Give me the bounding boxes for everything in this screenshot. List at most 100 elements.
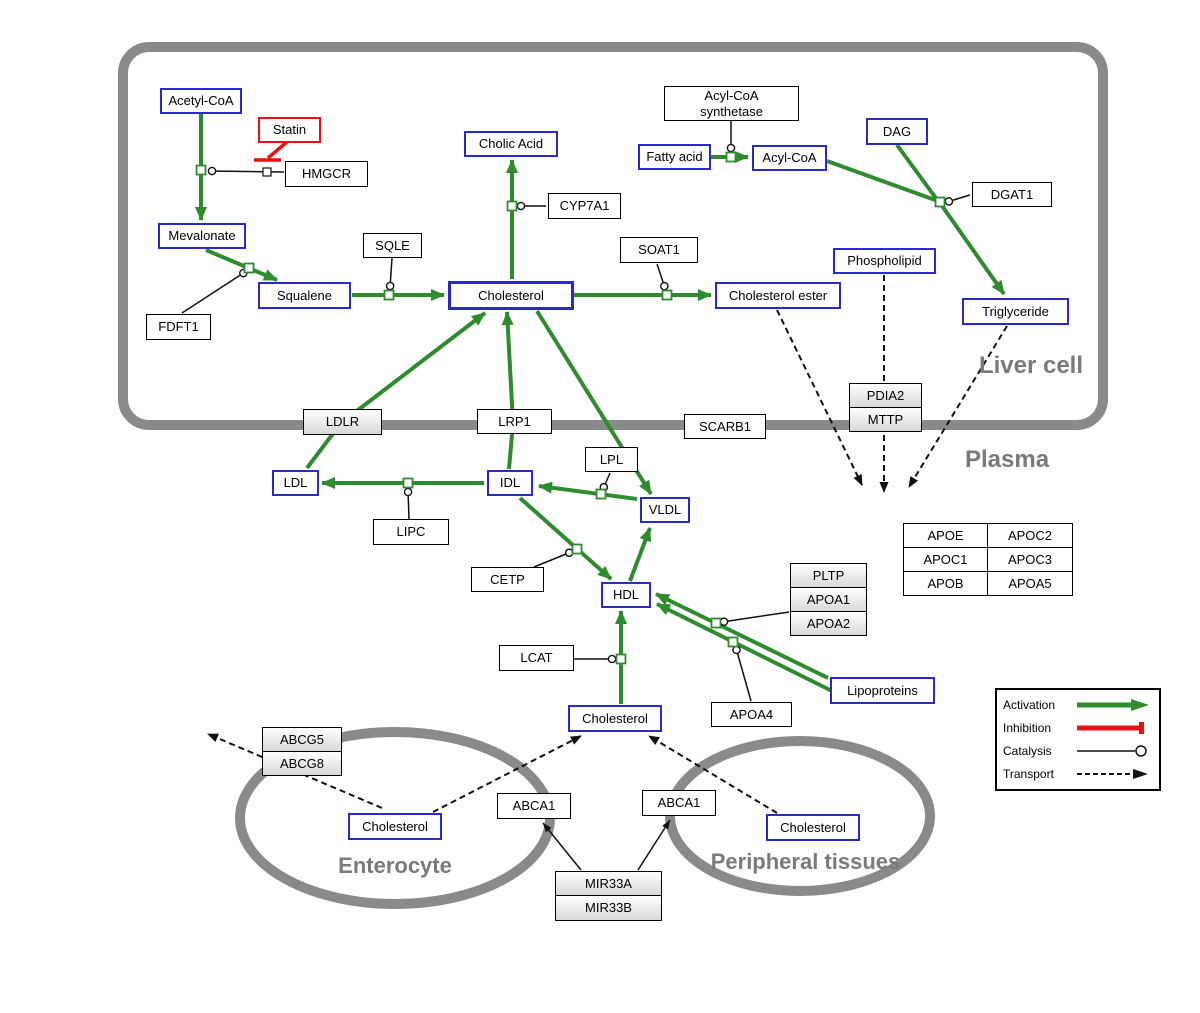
node-squalene[interactable]: Squalene: [258, 282, 351, 309]
node-lcat[interactable]: LCAT: [499, 645, 574, 671]
legend-activation-label: Activation: [1003, 697, 1056, 712]
liver-cell-label: Liver cell: [978, 352, 1083, 379]
edge-cholesterol-ester-secretion: [776, 309, 863, 486]
legend-row-inhibition: Inhibition: [1003, 717, 1153, 739]
node-apoa2[interactable]: APOA2: [790, 611, 867, 636]
node-ldl[interactable]: LDL: [272, 470, 319, 496]
transport-arrow-icon: [1077, 769, 1148, 780]
edge-apoa4-catalysis: [732, 645, 752, 702]
edge-statin-inhibition-line: [266, 139, 290, 160]
node-apoa4[interactable]: APOA4: [711, 702, 792, 727]
peripheral-tissues-label: Peripheral tissues: [710, 849, 901, 874]
node-triglyceride[interactable]: Triglyceride: [962, 298, 1069, 325]
legend-row-transport: Transport: [1003, 763, 1153, 785]
node-cholesterol-enterocyte[interactable]: Cholesterol: [348, 813, 442, 840]
node-lpl[interactable]: LPL: [585, 447, 638, 472]
edge-sqle-catalysis: [385, 257, 395, 291]
node-scarb1[interactable]: SCARB1: [684, 414, 766, 439]
node-apoa1[interactable]: APOA1: [790, 587, 867, 612]
node-cholesterol-plasma[interactable]: Cholesterol: [568, 705, 662, 732]
node-abca1-peripheral[interactable]: ABCA1: [642, 790, 716, 816]
edge-dgat1-catalysis: [944, 194, 971, 206]
node-fdft1[interactable]: FDFT1: [146, 314, 211, 340]
node-abcg5[interactable]: ABCG5: [262, 727, 342, 752]
node-apoc2[interactable]: APOC2: [987, 523, 1073, 548]
node-mevalonate[interactable]: Mevalonate: [158, 223, 246, 249]
edge-junction-to-triglyceride: [938, 201, 1006, 296]
node-cholesterol-peripheral[interactable]: Cholesterol: [766, 814, 860, 841]
node-lipoproteins[interactable]: Lipoproteins: [830, 677, 935, 704]
edge-mir33-to-abca1-left: [542, 822, 582, 871]
statin-binding-anchor: [262, 167, 272, 177]
inhibition-bar-icon: [1077, 721, 1144, 734]
node-abca1-enterocyte[interactable]: ABCA1: [497, 793, 571, 819]
node-apob[interactable]: APOB: [903, 571, 988, 596]
catalysis-circle-icon: [1077, 745, 1147, 757]
node-pltp[interactable]: PLTP: [790, 563, 867, 588]
edge-hdl-to-vldl: [628, 527, 652, 582]
node-sqle[interactable]: SQLE: [363, 233, 422, 258]
edge-idl-to-hdl-cetp: [518, 496, 613, 581]
edge-cetp-catalysis: [533, 548, 574, 568]
node-hdl[interactable]: HDL: [601, 582, 651, 608]
node-apoc3[interactable]: APOC3: [987, 547, 1073, 572]
edge-triglyceride-secretion: [908, 325, 1008, 488]
legend-transport-label: Transport: [1003, 767, 1054, 782]
edge-lpl-catalysis: [599, 472, 611, 492]
node-mttp[interactable]: MTTP: [849, 407, 922, 432]
enterocyte-label: Enterocyte: [338, 853, 452, 878]
node-acyl-coa[interactable]: Acyl-CoA: [752, 145, 827, 171]
node-phospholipid[interactable]: Phospholipid: [833, 248, 936, 274]
edge-pltp-complex-catalysis: [719, 611, 790, 627]
edge-vldl-to-idl: [538, 481, 638, 501]
legend-inhibition-label: Inhibition: [1003, 720, 1052, 735]
catalysis-edges: [181, 121, 971, 871]
node-vldl[interactable]: VLDL: [640, 497, 690, 523]
activation-arrow-icon: [1077, 698, 1149, 711]
node-abcg8[interactable]: ABCG8: [262, 751, 342, 776]
node-statin[interactable]: Statin: [258, 117, 321, 143]
edge-mir33-to-abca1-right: [637, 819, 671, 871]
inhibition-edge-statin: [254, 139, 290, 162]
legend-row-activation: Activation: [1003, 694, 1153, 716]
legend-catalysis-label: Catalysis: [1003, 744, 1052, 759]
node-cholesterol-liver[interactable]: Cholesterol: [448, 281, 574, 310]
node-fatty-acid[interactable]: Fatty acid: [638, 144, 711, 170]
node-pdia2[interactable]: PDIA2: [849, 383, 922, 408]
node-acetyl-coa[interactable]: Acetyl-CoA: [160, 88, 242, 114]
legend: Activation Inhibition Catalysis Transpor…: [995, 688, 1161, 791]
node-cetp[interactable]: CETP: [471, 567, 544, 592]
liver-cell-membrane: [118, 42, 1108, 430]
node-cholic-acid[interactable]: Cholic Acid: [464, 131, 558, 157]
peripheral-tissues-membrane: [665, 736, 935, 896]
edge-mevalonate-to-squalene: [205, 248, 278, 282]
edge-lipoproteins-to-hdl-2: [656, 602, 835, 694]
edge-idl-via-lrp1-to-cholesterol: [501, 311, 516, 470]
node-acyl-coa-synthetase[interactable]: Acyl-CoA synthetase: [664, 86, 799, 121]
node-cholesterol-ester[interactable]: Cholesterol ester: [715, 282, 841, 309]
node-dgat1[interactable]: DGAT1: [972, 182, 1052, 207]
node-ldlr[interactable]: LDLR: [303, 409, 382, 435]
node-lipc[interactable]: LIPC: [373, 519, 449, 545]
node-mir33b[interactable]: MIR33B: [555, 895, 662, 921]
node-apoa5[interactable]: APOA5: [987, 571, 1073, 596]
edge-lipoproteins-to-hdl-1: [655, 592, 829, 680]
node-apoc1[interactable]: APOC1: [903, 547, 988, 572]
plasma-label: Plasma: [965, 446, 1050, 473]
node-hmgcr[interactable]: HMGCR: [285, 161, 368, 187]
interaction-anchors: [195, 151, 946, 665]
edge-ldl-via-ldlr-to-cholesterol: [305, 311, 487, 470]
node-lrp1[interactable]: LRP1: [477, 409, 552, 434]
node-dag[interactable]: DAG: [866, 118, 928, 145]
conversion-edges: [195, 114, 1006, 704]
node-idl[interactable]: IDL: [487, 470, 533, 496]
node-soat1[interactable]: SOAT1: [620, 237, 698, 263]
node-cyp7a1[interactable]: CYP7A1: [548, 193, 621, 219]
legend-row-catalysis: Catalysis: [1003, 740, 1153, 762]
node-apoe[interactable]: APOE: [903, 523, 988, 548]
edge-fdft1-catalysis: [181, 268, 248, 314]
node-mir33a[interactable]: MIR33A: [555, 871, 662, 896]
edge-lipc-catalysis: [403, 487, 413, 520]
